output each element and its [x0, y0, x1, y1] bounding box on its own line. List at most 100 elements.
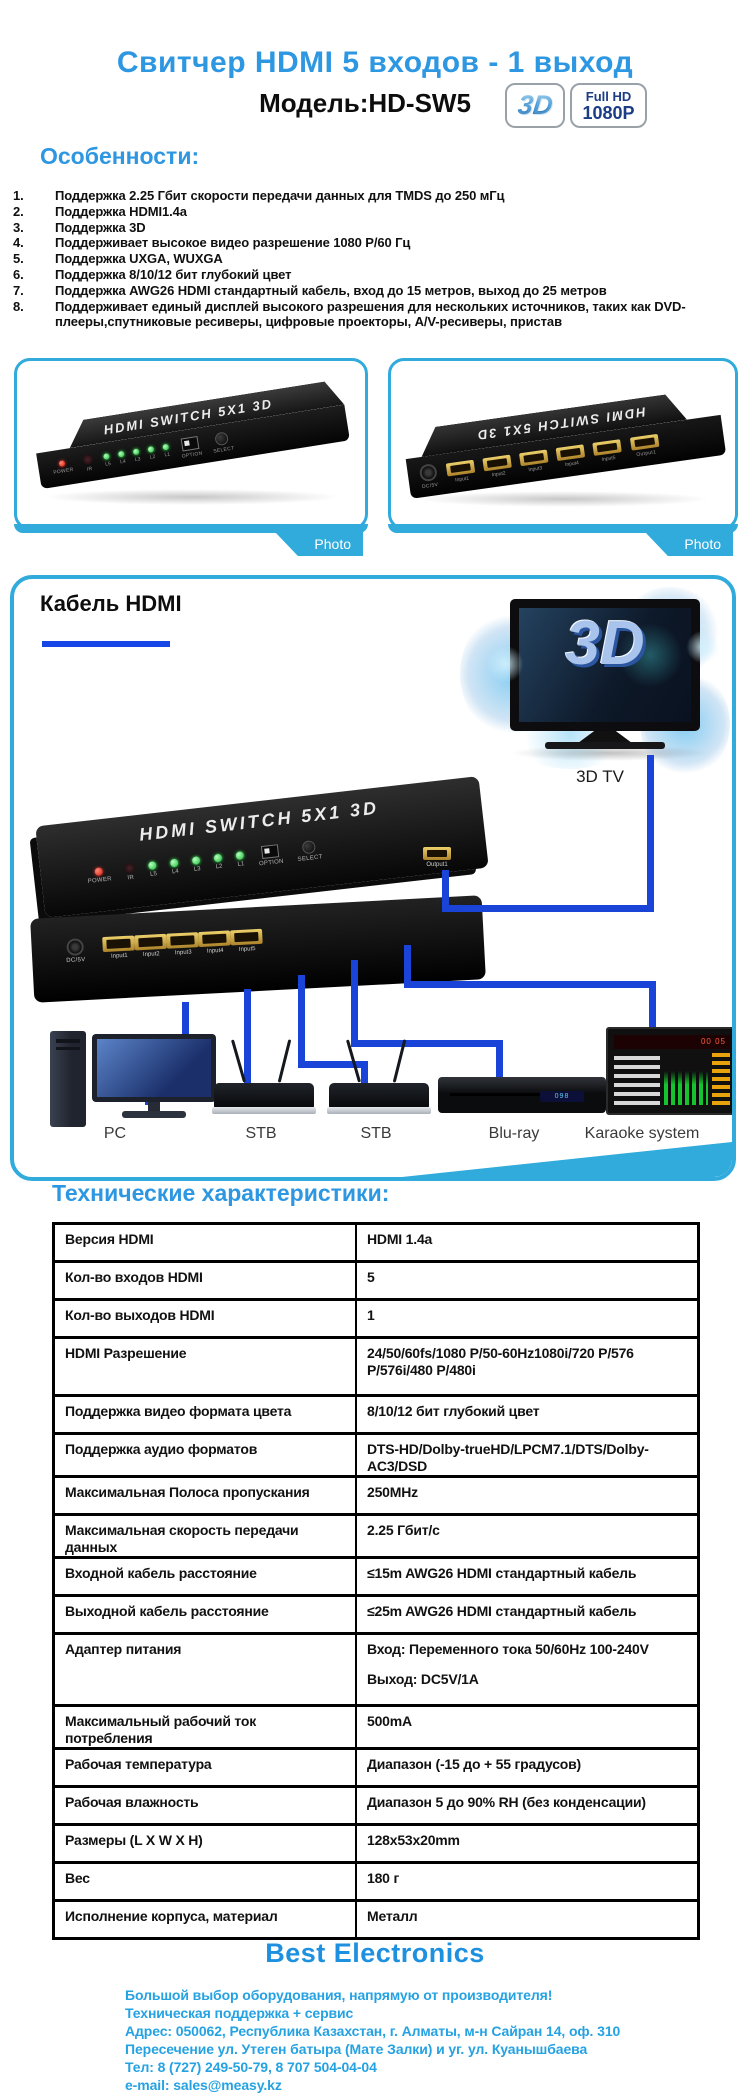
antenna-icon [345, 1039, 362, 1083]
dc-jack-icon [66, 938, 85, 956]
spec-label: Поддержка видео формата цвета [53, 1394, 356, 1434]
feature-item: 7.Поддержка AWG26 HDMI стандартный кабел… [13, 282, 607, 298]
spec-label: Размеры (L X W X H) [53, 1823, 356, 1863]
page-title: Свитчер HDMI 5 входов - 1 выход [116, 46, 634, 80]
monitor-screen [92, 1034, 216, 1102]
spec-label: Версия HDMI [53, 1222, 356, 1262]
stb-image [324, 1039, 434, 1124]
spec-value: ≤15m AWG26 HDMI стандартный кабель [355, 1556, 699, 1596]
fullhd-text: Full HD [585, 88, 632, 104]
hdmi-port-icon [423, 847, 451, 860]
hdmi-port-icon [102, 935, 136, 953]
green-led-icon [148, 860, 157, 870]
spec-label: Вес [53, 1861, 356, 1901]
spec-value: 180 г [355, 1861, 699, 1901]
input-led: L3 [133, 448, 141, 463]
dc-jack-icon [418, 462, 438, 482]
hdmi-port-icon [482, 454, 512, 471]
input-led: L5 [148, 860, 158, 878]
badge-3d: 3D [505, 83, 565, 128]
spec-label: HDMI Разрешение [53, 1336, 356, 1396]
ir-sensor: IR [82, 453, 95, 473]
footer-contact-line: Техническая поддержка + сервис [125, 2005, 354, 2021]
feature-item: 6.Поддержка 8/10/12 бит глубокий цвет [13, 266, 292, 282]
spec-row: Выходной кабель расстояние≤25m AWG26 HDM… [53, 1594, 699, 1634]
green-led-icon [191, 855, 201, 865]
footer-contact-line: Адрес: 050062, Республика Казахстан, г. … [125, 2023, 621, 2039]
badge-group: 3D Full HD 1080P [505, 83, 647, 128]
green-led-icon [133, 448, 140, 456]
tv-screen [519, 608, 691, 722]
dc-power-jack: DC/5V [65, 938, 86, 964]
select-button: SELECT [296, 839, 323, 863]
spec-label: Кол-во выходов HDMI [53, 1298, 356, 1338]
hdmi-cable-input5 [649, 981, 656, 1039]
hdmi-cable-output [442, 870, 449, 912]
spec-label: Рабочая влажность [53, 1785, 356, 1825]
karaoke-side-buttons [712, 1053, 730, 1105]
green-led-icon [118, 450, 126, 458]
karaoke-system-image: 00 05 [606, 1027, 732, 1115]
hdmi-cable-output [647, 755, 654, 912]
hdmi-input-port: Input1 [445, 459, 477, 484]
hdmi-cable-input3 [298, 975, 305, 1068]
green-led-icon [235, 850, 245, 860]
device-label-bluray: Blu-ray [488, 1125, 540, 1142]
pc-monitor-image [92, 1034, 216, 1126]
stb-image [209, 1039, 319, 1124]
spec-value: 5 [355, 1260, 699, 1300]
monitor-base [122, 1111, 186, 1118]
feature-item: 4.Поддерживает высокое видео разрешение … [13, 235, 411, 251]
features-heading: Особенности: [40, 143, 200, 169]
monitor-glass [97, 1039, 211, 1097]
spec-label: Выходной кабель расстояние [53, 1594, 356, 1634]
device-shadow [42, 489, 342, 505]
input-led: L1 [235, 850, 246, 868]
hdmi-port-icon [518, 448, 549, 466]
spec-value: HDMI 1.4a [355, 1222, 699, 1262]
hdmi-cable-input4 [496, 1040, 503, 1094]
hdmi-input-port: Input5 [592, 438, 623, 464]
feature-item: 8.Поддерживает единый дисплей высокого р… [13, 298, 686, 330]
ir-sensor-icon [124, 862, 136, 874]
water-splash [485, 644, 525, 684]
hdmi-port-icon [445, 459, 476, 477]
select-button: SELECT [211, 430, 235, 454]
hdmi-input-port: Input4 [555, 443, 587, 469]
tv-shadow [510, 745, 710, 761]
tv-label: 3D TV [576, 767, 624, 786]
input-led: L4 [169, 858, 180, 875]
power-led-icon [94, 866, 104, 876]
select-button-icon [301, 839, 317, 855]
spec-value: 500mA [355, 1704, 699, 1749]
hdmi-cable-input3 [361, 1061, 368, 1089]
option-switch: OPTION [257, 844, 284, 867]
feature-item: 3.Поддержка 3D [13, 219, 146, 235]
spec-label: Рабочая температура [53, 1747, 356, 1787]
feature-item: 5.Поддержка UXGA, WUXGA [13, 251, 223, 267]
photo-tab: Photo [645, 532, 733, 556]
select-button-icon [214, 430, 230, 446]
hdmi-input-port: Input3 [518, 448, 550, 474]
device-label-pc: PC [103, 1125, 127, 1142]
input-led: L3 [191, 855, 202, 873]
3d-tv-image: 3D 3D TV [450, 587, 730, 789]
bluray-player-image: 098 [438, 1077, 606, 1113]
footer-contact-line: Тел: 8 (727) 249-50-79, 8 707 504-04-04 [125, 2059, 377, 2075]
stb-body [214, 1083, 314, 1109]
spec-value: DTS-HD/Dolby-trueHD/LPCM7.1/DTS/Dolby-AC… [355, 1432, 699, 1477]
feature-item: 2.Поддержка HDMI1.4a [13, 203, 187, 219]
water-splash [685, 629, 721, 665]
karaoke-vu-meter [664, 1071, 708, 1105]
ir-sensor: IR [124, 862, 136, 881]
toggle-switch-icon [180, 435, 200, 451]
